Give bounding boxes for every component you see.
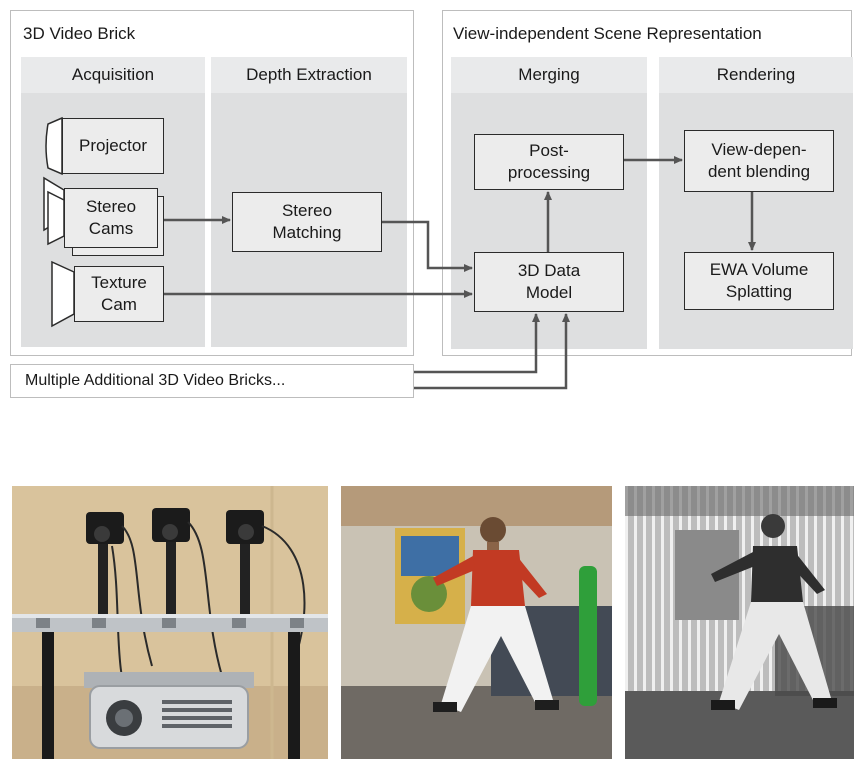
stereo-matching-box: Stereo Matching xyxy=(232,192,382,252)
rendering-header: Rendering xyxy=(659,57,853,93)
camera-rig-photo xyxy=(12,486,328,759)
video-brick-title: 3D Video Brick xyxy=(23,24,136,43)
merging-header: Merging xyxy=(451,57,647,93)
projector-box: Projector xyxy=(62,118,164,174)
data-model-box: 3D Data Model xyxy=(474,252,624,312)
stereo-cams-box: Stereo Cams xyxy=(64,188,158,248)
texture-cam-icon xyxy=(51,260,75,328)
scene-representation-title: View-independent Scene Representation xyxy=(453,24,762,43)
view-dependent-blending-box: View-depen- dent blending xyxy=(684,130,834,192)
texture-cam-box: Texture Cam xyxy=(74,266,164,322)
additional-bricks-box: Multiple Additional 3D Video Bricks... xyxy=(10,364,414,398)
acquisition-header: Acquisition xyxy=(21,57,205,93)
stereo-cam-icon-front xyxy=(47,190,65,246)
post-processing-box: Post- processing xyxy=(474,134,624,190)
depth-extraction-header: Depth Extraction xyxy=(211,57,407,93)
actor-color-photo xyxy=(341,486,612,759)
structured-light-photo xyxy=(625,486,854,759)
projector-icon xyxy=(45,116,63,176)
device-icons xyxy=(43,116,75,328)
ewa-volume-splatting-box: EWA Volume Splatting xyxy=(684,252,834,310)
additional-bricks-label: Multiple Additional 3D Video Bricks... xyxy=(25,372,286,389)
